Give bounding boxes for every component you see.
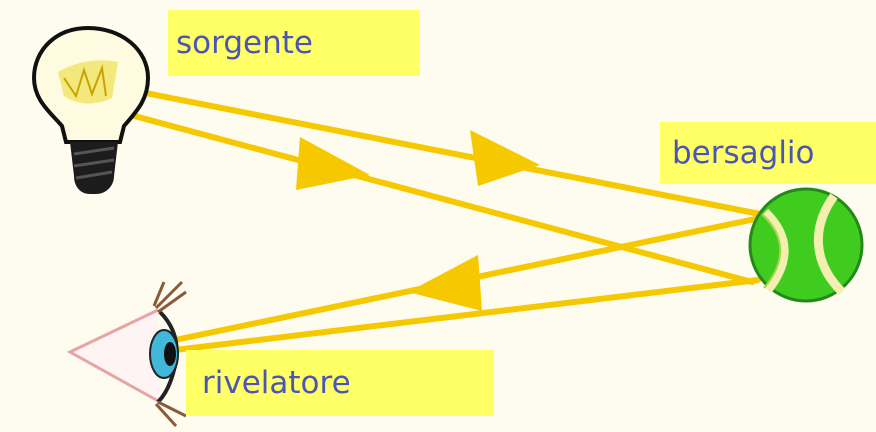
light-bulb-icon bbox=[31, 25, 151, 194]
incident-ray-upper bbox=[117, 85, 763, 217]
incident-ray-lower bbox=[109, 107, 755, 285]
target-label: bersaglio bbox=[660, 122, 876, 184]
arrowhead-upper-reflected bbox=[408, 255, 482, 311]
arrowhead-lower-incident bbox=[296, 137, 370, 190]
source-label: sorgente bbox=[168, 10, 420, 76]
tennis-ball-icon bbox=[748, 187, 864, 303]
reflected-ray-lower bbox=[172, 277, 761, 353]
eye-icon bbox=[66, 280, 187, 428]
detector-label: rivelatore bbox=[186, 350, 494, 416]
arrowhead-upper-incident bbox=[470, 130, 540, 186]
ray-arrowheads bbox=[296, 130, 540, 311]
